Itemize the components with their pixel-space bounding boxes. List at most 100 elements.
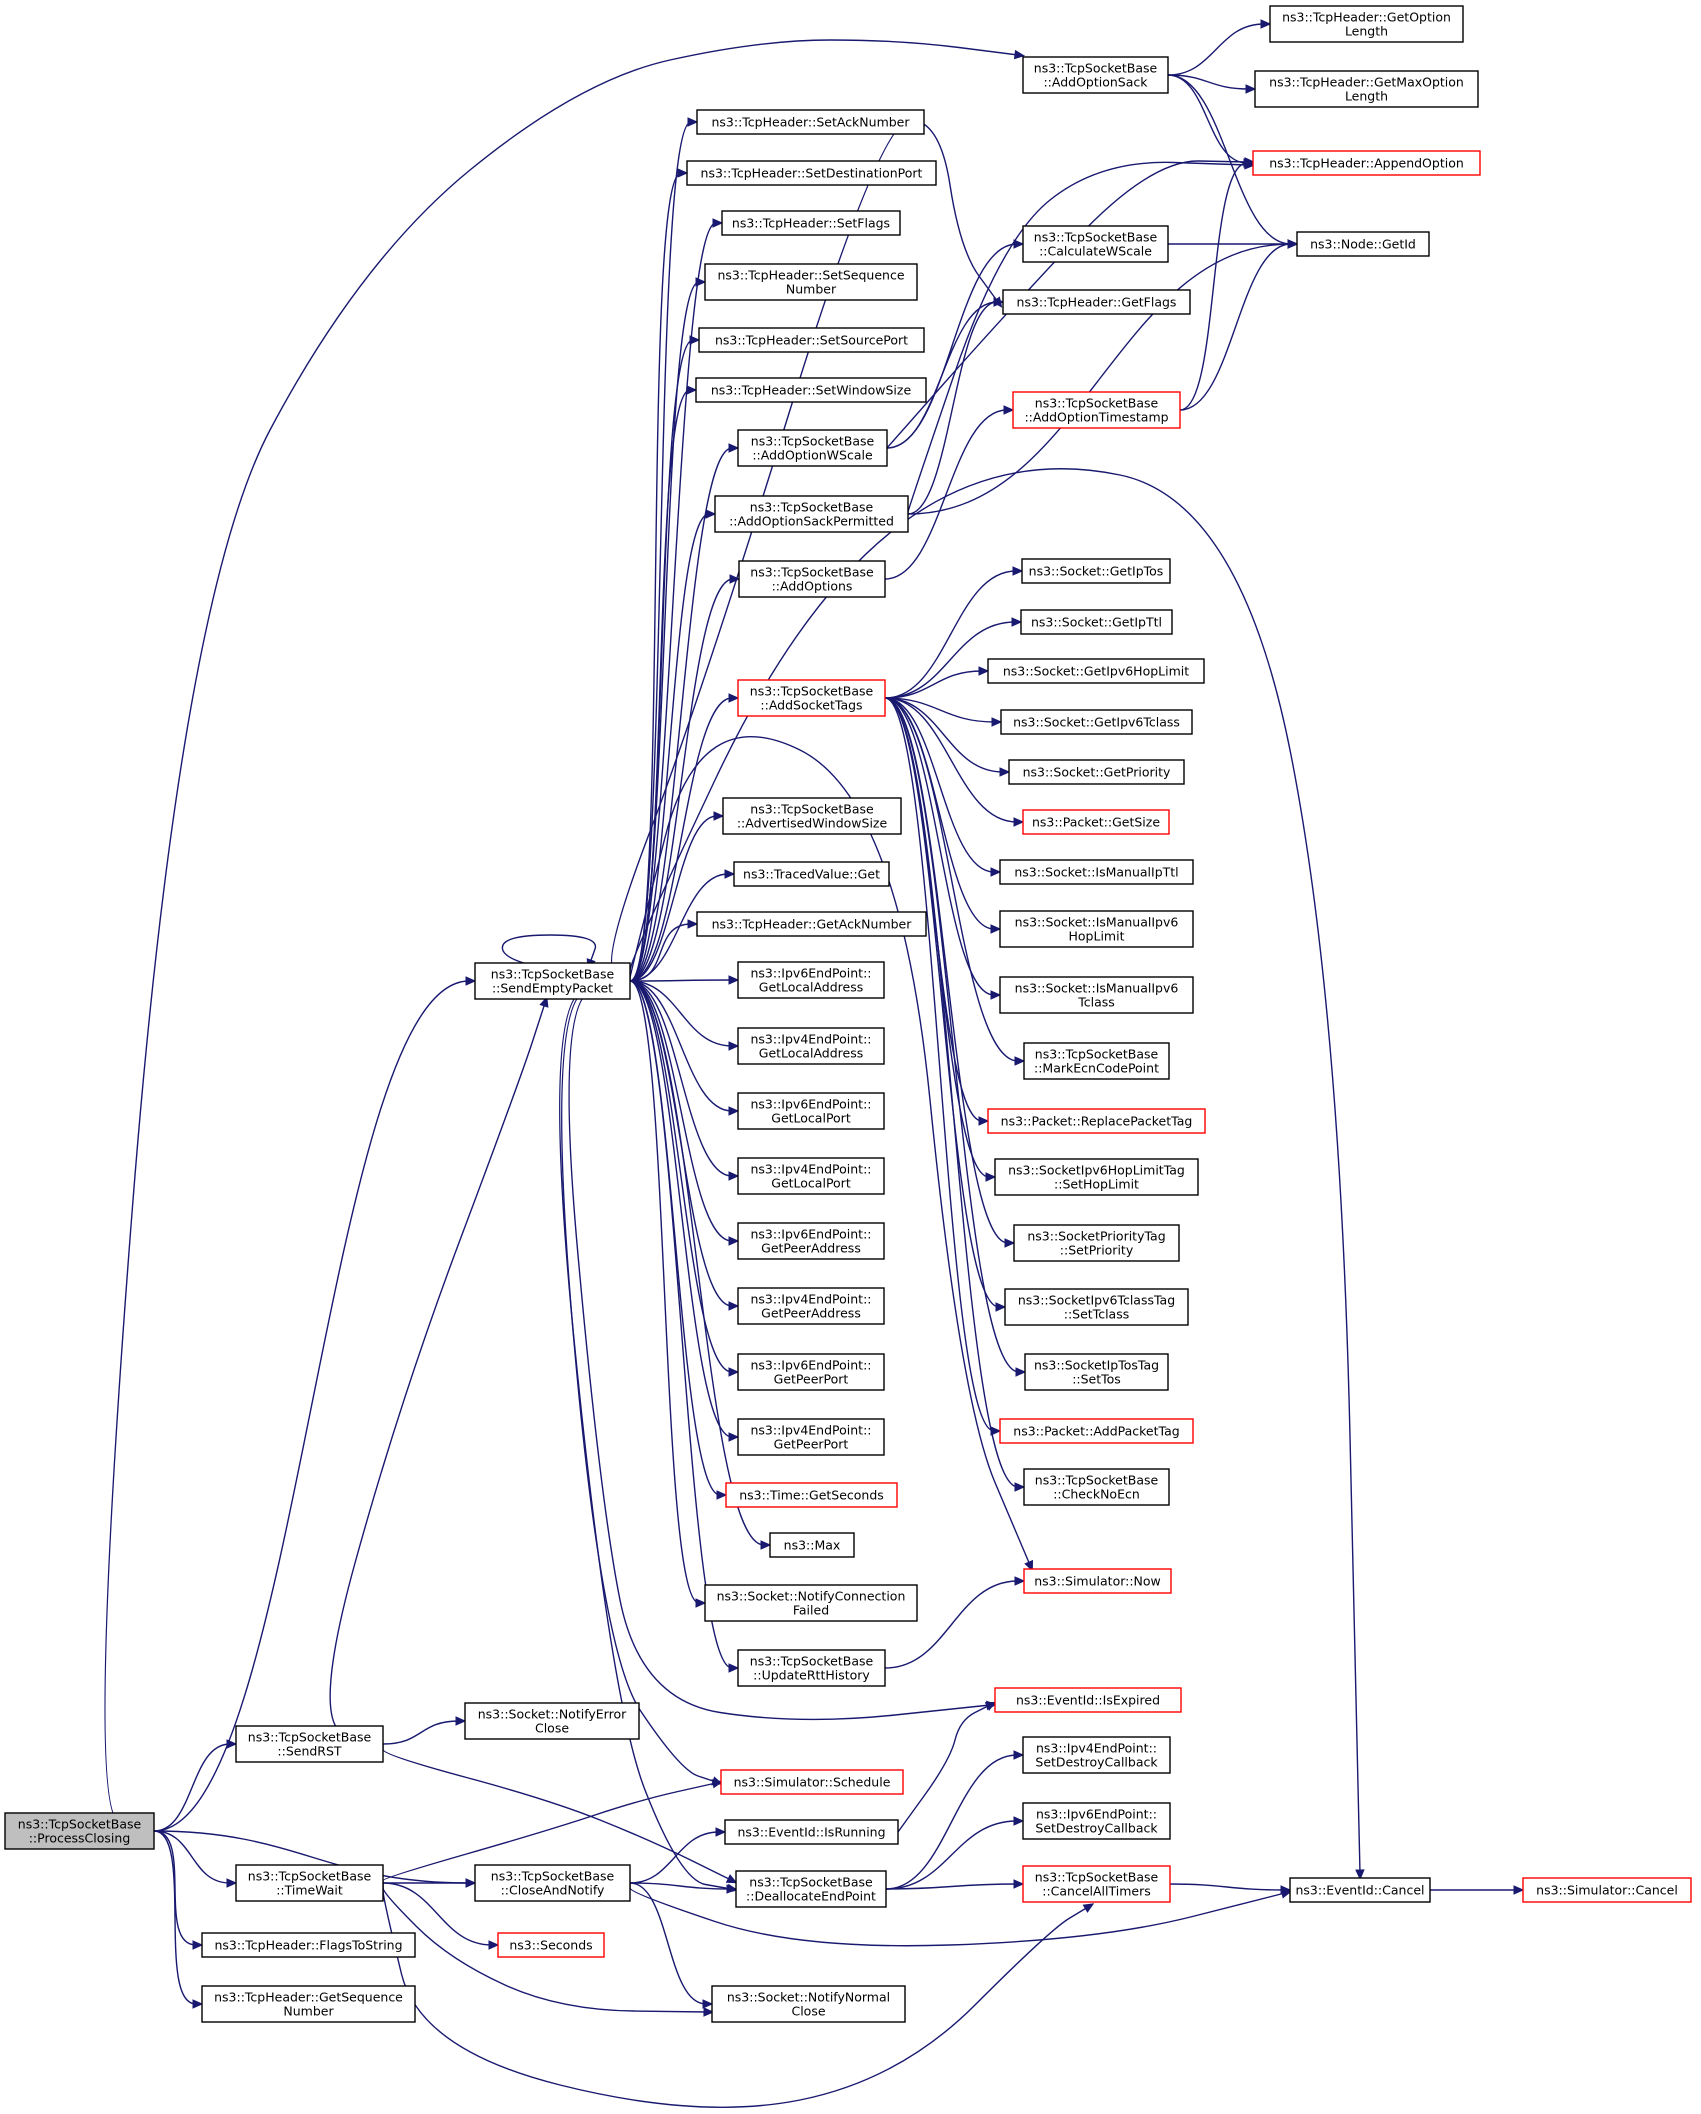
graph-node-n63[interactable]: ns3::TcpSocketBase::CheckNoEcn (1023, 1468, 1170, 1506)
graph-node-n45[interactable]: ns3::TcpHeader::GetFlags (1002, 289, 1191, 315)
graph-node-n27[interactable]: ns3::Ipv4EndPoint::GetLocalPort (737, 1157, 885, 1195)
node-box (994, 1687, 1182, 1713)
graph-node-n28[interactable]: ns3::Ipv6EndPoint::GetPeerAddress (737, 1222, 885, 1260)
graph-node-n12[interactable]: ns3::TcpHeader::SetDestinationPort (686, 160, 937, 186)
graph-node-n61[interactable]: ns3::SocketIpTosTag::SetTos (1024, 1353, 1169, 1391)
graph-node-n2[interactable]: ns3::TcpSocketBase::TimeWait (235, 1864, 384, 1902)
node-label: ns3::EventId::IsExpired (1016, 1693, 1160, 1708)
graph-node-n59[interactable]: ns3::SocketPriorityTag::SetPriority (1013, 1224, 1180, 1262)
graph-node-n3[interactable]: ns3::TcpHeader::FlagsToString (201, 1932, 416, 1958)
graph-node-n69[interactable]: ns3::Simulator::Cancel (1522, 1877, 1692, 1903)
graph-node-n37[interactable]: ns3::Simulator::Schedule (720, 1769, 904, 1795)
graph-node-n15[interactable]: ns3::TcpHeader::SetSourcePort (698, 327, 925, 353)
graph-node-n62[interactable]: ns3::Packet::AddPacketTag (999, 1418, 1194, 1444)
node-label: ns3::Socket::GetPriority (1023, 765, 1171, 780)
node-label: HopLimit (1069, 929, 1125, 944)
graph-node-n39[interactable]: ns3::TcpSocketBase::DeallocateEndPoint (735, 1870, 887, 1908)
node-label: ns3::Packet::GetSize (1032, 815, 1160, 830)
graph-node-n64[interactable]: ns3::Simulator::Now (1023, 1568, 1172, 1594)
call-edge (884, 697, 1002, 877)
graph-node-n57[interactable]: ns3::Packet::ReplacePacketTag (987, 1108, 1206, 1134)
graph-node-n21[interactable]: ns3::TcpSocketBase::AdvertisedWindowSize (722, 797, 902, 835)
graph-node-n16[interactable]: ns3::TcpHeader::SetWindowSize (695, 377, 927, 403)
call-edge (629, 1882, 738, 1894)
graph-node-n22[interactable]: ns3::TracedValue::Get (733, 861, 890, 887)
graph-node-n50[interactable]: ns3::Socket::GetIpv6Tclass (1000, 709, 1193, 735)
call-edge (153, 1830, 204, 2009)
graph-node-n5[interactable]: ns3::TcpSocketBase::SendEmptyPacket (474, 962, 631, 1000)
node-label: ns3::Ipv4EndPoint:: (751, 1032, 872, 1047)
graph-node-n58[interactable]: ns3::SocketIpv6HopLimitTag::SetHopLimit (994, 1158, 1199, 1196)
node-label: ns3::TcpSocketBase (491, 1869, 615, 1884)
node-label: ns3::Ipv6EndPoint:: (751, 966, 872, 981)
graph-node-n48[interactable]: ns3::Socket::GetIpTtl (1020, 609, 1173, 635)
graph-node-n13[interactable]: ns3::TcpHeader::SetFlags (721, 210, 901, 236)
graph-node-n36[interactable]: ns3::EventId::IsExpired (994, 1687, 1182, 1713)
graph-node-n35[interactable]: ns3::TcpSocketBase::UpdateRttHistory (737, 1649, 886, 1687)
graph-node-n51[interactable]: ns3::Socket::GetPriority (1008, 759, 1185, 785)
node-label: ns3::TcpSocketBase (750, 500, 874, 515)
call-edge (907, 239, 1299, 515)
graph-node-n53[interactable]: ns3::Socket::IsManualIpTtl (999, 859, 1194, 885)
graph-node-n38[interactable]: ns3::EventId::IsRunning (724, 1819, 899, 1845)
graph-node-n66[interactable]: ns3::Ipv4EndPoint::SetDestroyCallback (1022, 1736, 1171, 1774)
call-edge (885, 1879, 1025, 1890)
graph-node-n52[interactable]: ns3::Packet::GetSize (1022, 809, 1170, 835)
graph-node-n23[interactable]: ns3::TcpHeader::GetAckNumber (696, 911, 927, 937)
node-label: ns3::SocketPriorityTag (1027, 1229, 1165, 1244)
graph-node-n42[interactable]: ns3::TcpHeader::AppendOption (1252, 150, 1481, 176)
node-label: ns3::Simulator::Now (1034, 1574, 1161, 1589)
graph-node-n17[interactable]: ns3::TcpSocketBase::AddOptionWScale (737, 429, 888, 467)
graph-node-n29[interactable]: ns3::Ipv4EndPoint::GetPeerAddress (737, 1287, 885, 1325)
graph-node-n8[interactable]: ns3::Seconds (497, 1932, 605, 1958)
graph-node-n11[interactable]: ns3::TcpHeader::SetAckNumber (696, 109, 925, 135)
node-label: ns3::Max (784, 1538, 841, 1553)
call-edge (629, 980, 707, 1608)
graph-node-n43[interactable]: ns3::Node::GetId (1296, 231, 1430, 257)
graph-node-n20[interactable]: ns3::TcpSocketBase::AddSocketTags (737, 679, 886, 717)
graph-node-n65[interactable]: ns3::EventId::Cancel (1289, 1877, 1431, 1903)
graph-node-n44[interactable]: ns3::TcpSocketBase::CalculateWScale (1022, 225, 1169, 263)
graph-node-n68[interactable]: ns3::TcpSocketBase::CancelAllTimers (1022, 1865, 1171, 1903)
graph-node-n31[interactable]: ns3::Ipv4EndPoint::GetPeerPort (737, 1418, 885, 1456)
node-label: ::TimeWait (276, 1883, 343, 1898)
node-box (696, 109, 925, 135)
graph-node-n60[interactable]: ns3::SocketIpv6TclassTag::SetTclass (1004, 1288, 1189, 1326)
graph-node-n26[interactable]: ns3::Ipv6EndPoint::GetLocalPort (737, 1092, 885, 1130)
graph-node-n1[interactable]: ns3::TcpSocketBase::SendRST (235, 1725, 384, 1763)
graph-node-n56[interactable]: ns3::TcpSocketBase::MarkEcnCodePoint (1023, 1042, 1170, 1080)
node-box (737, 1027, 885, 1065)
graph-node-n49[interactable]: ns3::Socket::GetIpv6HopLimit (987, 658, 1205, 684)
node-label: ns3::Simulator::Cancel (1536, 1883, 1678, 1898)
node-box (1289, 1877, 1431, 1903)
graph-node-n18[interactable]: ns3::TcpSocketBase::AddOptionSackPermitt… (714, 495, 909, 533)
graph-node-n25[interactable]: ns3::Ipv4EndPoint::GetLocalAddress (737, 1027, 885, 1065)
node-box (737, 1418, 885, 1456)
graph-node-n19[interactable]: ns3::TcpSocketBase::AddOptions (738, 560, 886, 598)
graph-node-n10[interactable]: ns3::TcpSocketBase::AddOptionSack (1022, 56, 1169, 94)
graph-node-n7[interactable]: ns3::TcpSocketBase::CloseAndNotify (474, 1864, 631, 1902)
node-label: ns3::Ipv6EndPoint:: (1036, 1807, 1157, 1822)
node-box (497, 1932, 605, 1958)
call-edge (884, 697, 1027, 1377)
node-box (1522, 1877, 1692, 1903)
graph-node-n24[interactable]: ns3::Ipv6EndPoint::GetLocalAddress (737, 961, 885, 999)
graph-node-n46[interactable]: ns3::TcpSocketBase::AddOptionTimestamp (1012, 391, 1181, 429)
graph-node-n47[interactable]: ns3::Socket::GetIpTos (1021, 558, 1171, 584)
graph-node-n30[interactable]: ns3::Ipv6EndPoint::GetPeerPort (737, 1353, 885, 1391)
call-edge (629, 468, 1365, 1881)
graph-node-n33[interactable]: ns3::Max (769, 1532, 855, 1558)
graph-node-n67[interactable]: ns3::Ipv6EndPoint::SetDestroyCallback (1022, 1802, 1171, 1840)
graph-node-n32[interactable]: ns3::Time::GetSeconds (725, 1482, 898, 1508)
call-edge (382, 1882, 500, 1950)
node-box (769, 1532, 855, 1558)
